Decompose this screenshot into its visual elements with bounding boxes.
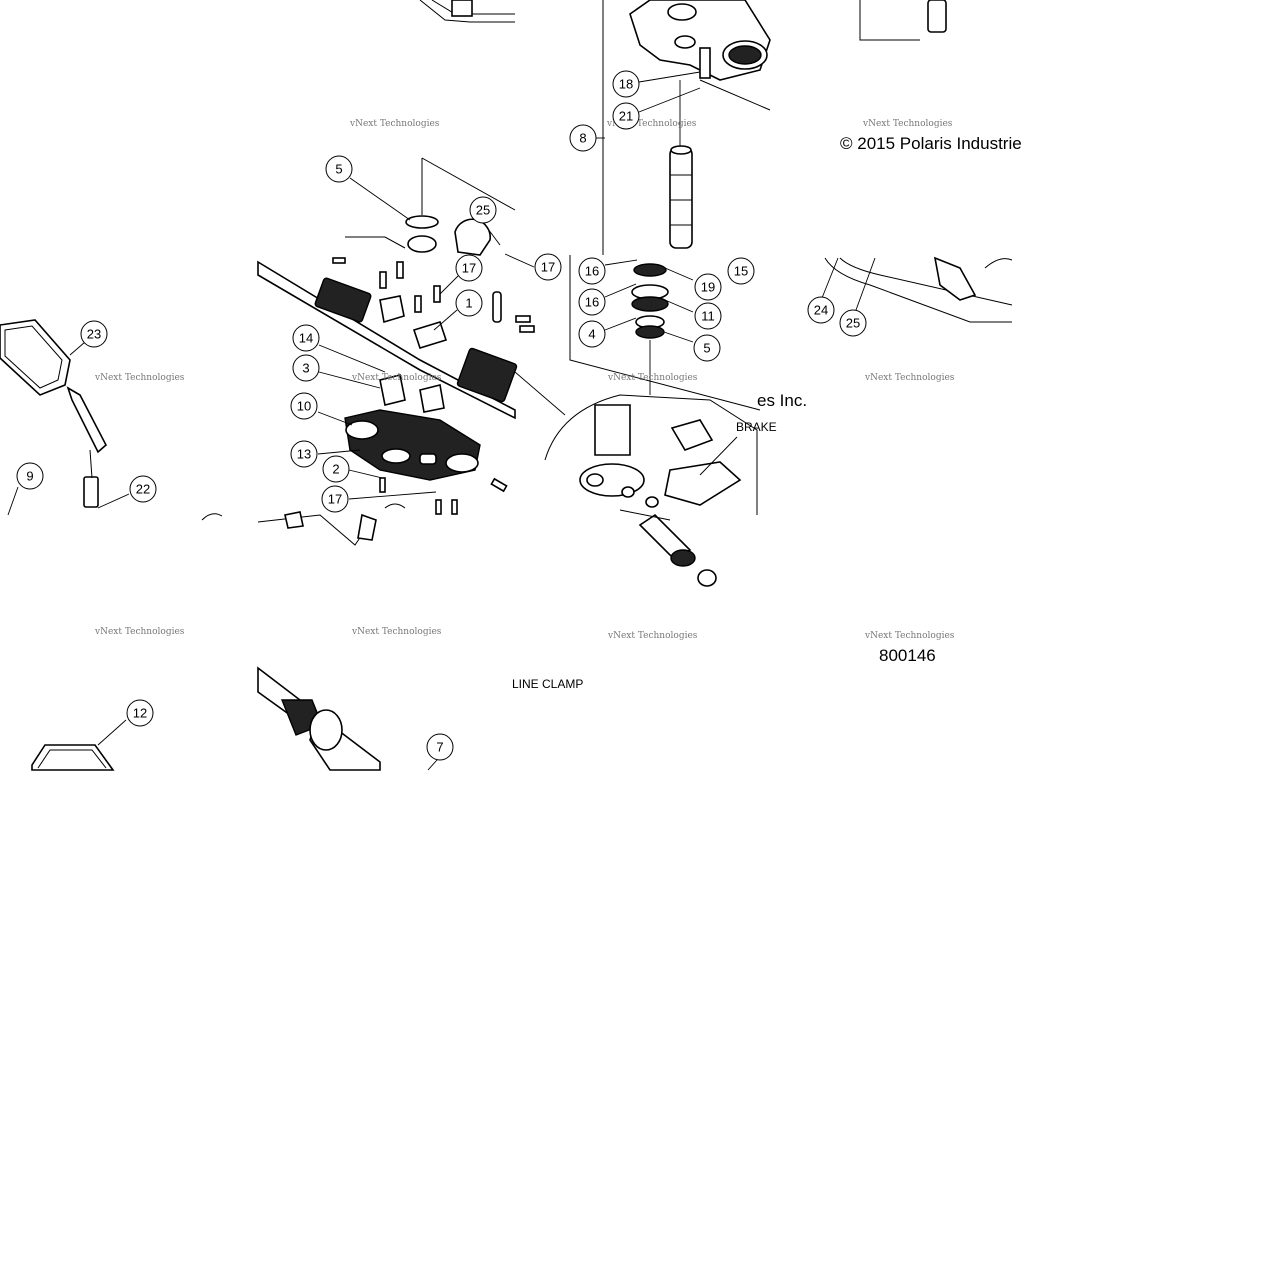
svg-text:11: 11 — [701, 309, 715, 324]
svg-text:25: 25 — [846, 316, 860, 331]
top-left-fragment — [419, 0, 515, 23]
watermark: vNext Technologies — [94, 373, 185, 383]
copyright-text: © 2015 Polaris Industrie — [840, 134, 1022, 153]
callout-11: 11 — [694, 302, 722, 330]
handlebar — [257, 260, 518, 420]
stem-bracket-line-lower — [569, 255, 761, 411]
top-right-bracket — [859, 0, 947, 41]
callout-2: 2 — [322, 455, 350, 483]
svg-text:12: 12 — [133, 706, 147, 721]
svg-text:18: 18 — [619, 77, 633, 92]
svg-text:7: 7 — [436, 740, 443, 755]
callout-17: 17 — [455, 254, 483, 282]
callout-23: 23 — [80, 320, 108, 348]
callout-24: 24 — [807, 296, 835, 324]
brake-detail — [514, 371, 758, 587]
svg-text:9: 9 — [26, 469, 33, 484]
callout-12: 12 — [126, 699, 154, 727]
svg-text:17: 17 — [541, 260, 555, 275]
svg-text:10: 10 — [297, 399, 311, 414]
watermarks: vNext Technologies vNext Technologies vN… — [94, 119, 955, 641]
brake-label: BRAKE — [736, 420, 777, 434]
figure-number: 800146 — [879, 646, 936, 665]
svg-text:17: 17 — [462, 261, 476, 276]
svg-text:16: 16 — [585, 295, 599, 310]
watermark: vNext Technologies — [864, 373, 955, 383]
watermark: vNext Technologies — [351, 373, 442, 383]
callout-16: 16 — [578, 288, 606, 316]
svg-text:24: 24 — [814, 303, 828, 318]
svg-text:1: 1 — [465, 296, 472, 311]
svg-text:2: 2 — [332, 462, 339, 477]
svg-text:23: 23 — [87, 327, 101, 342]
watermark: vNext Technologies — [351, 627, 442, 637]
callout-25: 25 — [469, 196, 497, 224]
headset-cap — [332, 157, 516, 264]
callout-1: 1 — [455, 289, 483, 317]
svg-text:22: 22 — [136, 482, 150, 497]
callout-18: 18 — [612, 70, 640, 98]
callout-15: 15 — [727, 257, 755, 285]
left-mirror — [0, 319, 107, 508]
callout-14: 14 — [292, 324, 320, 352]
watermark: vNext Technologies — [349, 119, 440, 129]
callout-3: 3 — [292, 354, 320, 382]
watermark: vNext Technologies — [607, 373, 698, 383]
watermark: vNext Technologies — [862, 119, 953, 129]
callout-5: 5 — [325, 155, 353, 183]
bolts — [379, 261, 535, 515]
callout-8: 8 — [569, 124, 597, 152]
callout-4: 4 — [578, 320, 606, 348]
svg-text:5: 5 — [335, 162, 342, 177]
callout-16: 16 — [578, 257, 606, 285]
svg-text:21: 21 — [619, 109, 633, 124]
line-clamp-label: LINE CLAMP — [512, 677, 583, 691]
callout-17: 17 — [534, 253, 562, 281]
svg-text:17: 17 — [328, 492, 342, 507]
lower-triple-clamp — [344, 409, 481, 481]
callout-10: 10 — [290, 392, 318, 420]
svg-text:16: 16 — [585, 264, 599, 279]
watermark: vNext Technologies — [94, 627, 185, 637]
svg-text:8: 8 — [579, 131, 586, 146]
throttle-grip — [257, 666, 438, 771]
leader-lines — [7, 71, 701, 746]
callout-5: 5 — [693, 334, 721, 362]
callout-21: 21 — [612, 102, 640, 130]
svg-text:3: 3 — [302, 361, 309, 376]
callout-9: 9 — [16, 462, 44, 490]
callouts: 18 21 8 5 25 17 17 1 14 3 10 13 2 17 16 … — [16, 70, 867, 761]
svg-text:5: 5 — [703, 341, 710, 356]
callout-7: 7 — [426, 733, 454, 761]
callout-17: 17 — [321, 485, 349, 513]
callout-25: 25 — [839, 309, 867, 337]
callout-22: 22 — [129, 475, 157, 503]
right-fragment — [821, 256, 1013, 323]
svg-text:15: 15 — [734, 264, 748, 279]
lower-mirror — [31, 744, 115, 771]
bearing-stack — [631, 263, 669, 395]
callout-19: 19 — [694, 273, 722, 301]
steering-stem — [669, 145, 693, 249]
callout-13: 13 — [290, 440, 318, 468]
svg-text:4: 4 — [588, 327, 595, 342]
copyright-fragment: es Inc. — [757, 391, 807, 410]
upper-triple-clamp — [629, 0, 771, 150]
watermark: vNext Technologies — [864, 631, 955, 641]
lower-left-fragment — [201, 503, 406, 546]
watermark: vNext Technologies — [607, 631, 698, 641]
watermark: vNext Technologies — [606, 119, 697, 129]
svg-text:14: 14 — [299, 331, 313, 346]
svg-text:25: 25 — [476, 203, 490, 218]
svg-text:19: 19 — [701, 280, 715, 295]
svg-text:13: 13 — [297, 447, 311, 462]
